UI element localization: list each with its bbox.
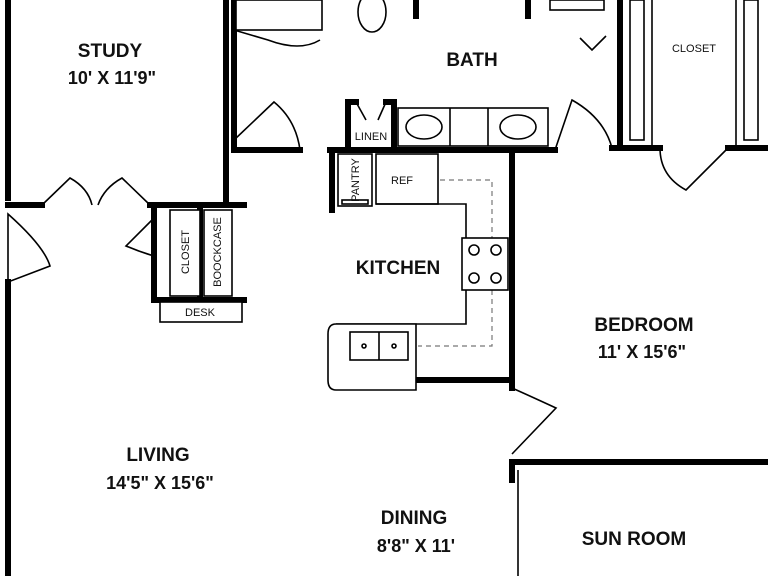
room-name-kitchen: KITCHEN [356,258,440,279]
label-closet-side: CLOSET [180,230,192,274]
pantry-box [337,153,373,207]
refrigerator-icon [375,153,439,205]
label-bookcase: BOOCKCASE [212,217,224,287]
room-name-bedroom: BEDROOM [594,315,693,336]
room-name-bath: BATH [446,50,497,71]
label-ref: REF [391,175,413,187]
label-desk: DESK [185,307,216,319]
label-linen: LINEN [355,131,387,143]
closet-shelf [743,0,759,141]
room-name-sunroom: SUN ROOM [582,529,687,550]
pantry-shelf [341,199,369,205]
kitchen-fixtures [327,153,509,391]
room-dims-living: 14'5" X 15'6" [106,473,214,493]
shower-icon [549,0,605,11]
storage-fixtures [159,209,243,323]
label-closet-top: CLOSET [672,43,716,55]
stove-icon [461,237,509,291]
bathtub-icon [235,0,323,31]
room-dims-dining: 8'8" X 11' [377,536,455,556]
doors [7,29,729,455]
sink-icon [499,114,537,140]
room-dims-bedroom: 11' X 15'6" [598,342,686,362]
desk-box [159,301,243,323]
room-dims-study: 10' X 11'9" [68,68,156,88]
sink-icon [405,114,443,140]
room-name-living: LIVING [126,445,189,466]
closet-box [169,209,201,297]
closet-shelf [629,0,645,141]
label-pantry: PANTRY [350,158,362,202]
room-name-dining: DINING [381,508,448,529]
bookcase-box [203,209,233,297]
room-name-study: STUDY [78,41,143,62]
bath-fixtures [235,0,759,148]
toilet-icon [357,0,387,33]
